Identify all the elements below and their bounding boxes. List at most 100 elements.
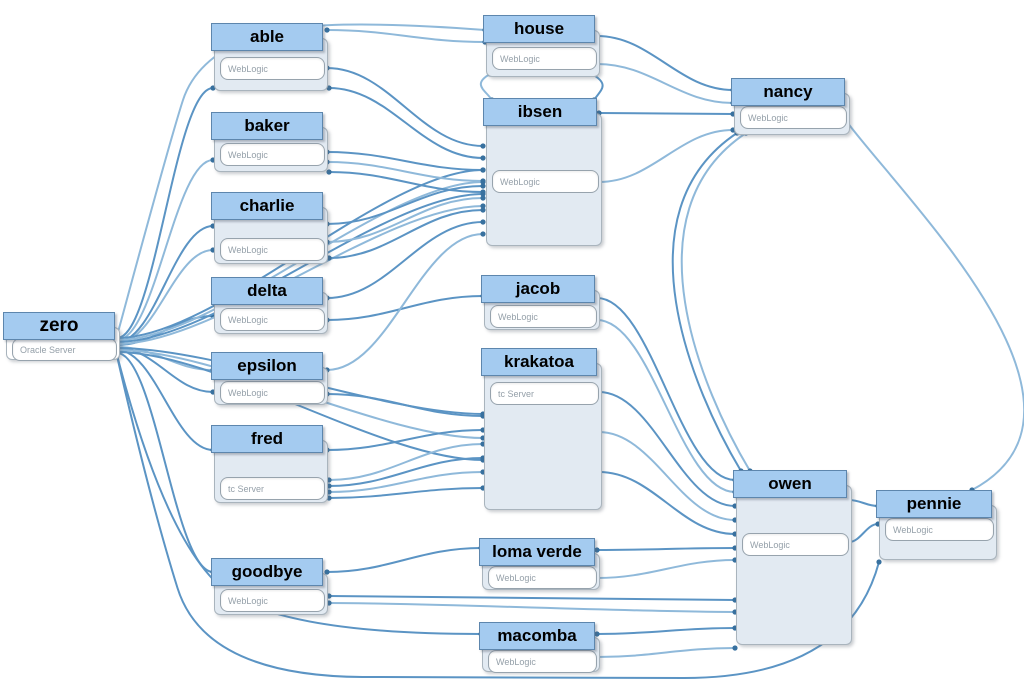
edge-delta-ibsen[interactable] bbox=[326, 221, 484, 299]
edge-house-ibsen[interactable] bbox=[591, 73, 604, 101]
edge-baker-ibsen[interactable] bbox=[328, 171, 484, 193]
server-type-label: WebLogic bbox=[496, 656, 536, 667]
edge-zero-ibsen[interactable] bbox=[116, 205, 484, 345]
node-owen[interactable]: WebLogic owen bbox=[733, 470, 852, 645]
node-zero[interactable]: Oracle Server zero bbox=[3, 312, 120, 361]
server-type-label: WebLogic bbox=[500, 176, 540, 187]
server-type-label: WebLogic bbox=[228, 314, 268, 325]
server-type-box: WebLogic bbox=[220, 143, 325, 166]
node-title: zero bbox=[39, 315, 79, 336]
node-jacob[interactable]: WebLogic jacob bbox=[481, 275, 600, 330]
edge-zero-able[interactable] bbox=[116, 87, 214, 339]
node-loma_verde[interactable]: ➜ WebLogic loma verde bbox=[479, 538, 600, 590]
node-header: able bbox=[211, 23, 323, 51]
edge-owen-pennie[interactable] bbox=[848, 499, 879, 507]
server-type-label: WebLogic bbox=[496, 572, 536, 583]
edge-baker-ibsen[interactable] bbox=[326, 161, 484, 182]
edge-zero-pennie[interactable] bbox=[116, 355, 880, 680]
edge-endpoint-dot bbox=[732, 645, 738, 651]
edge-fred-krakatoa[interactable] bbox=[328, 457, 484, 487]
server-type-box: WebLogic bbox=[220, 589, 325, 612]
node-header: macomba bbox=[479, 622, 595, 650]
server-type-label: WebLogic bbox=[498, 311, 538, 322]
edge-able-ibsen[interactable] bbox=[328, 87, 484, 159]
node-house[interactable]: WebLogic house bbox=[483, 15, 600, 77]
server-type-box: WebLogic bbox=[488, 566, 597, 589]
edge-nancy-owen[interactable] bbox=[671, 132, 742, 472]
edge-epsilon-ibsen[interactable] bbox=[326, 233, 484, 371]
edge-charlie-ibsen[interactable] bbox=[328, 209, 484, 259]
node-fred[interactable]: tc Server fred bbox=[211, 425, 328, 503]
node-body bbox=[736, 485, 852, 645]
edge-endpoint-dot bbox=[480, 189, 486, 195]
node-title: charlie bbox=[239, 196, 295, 215]
edge-fred-krakatoa[interactable] bbox=[328, 471, 484, 493]
edge-zero-ibsen[interactable] bbox=[116, 193, 484, 343]
edge-house-ibsen[interactable] bbox=[479, 73, 493, 101]
edge-able-ibsen[interactable] bbox=[326, 67, 484, 147]
edge-endpoint-dot bbox=[480, 207, 486, 213]
server-type-box: WebLogic bbox=[740, 106, 847, 129]
edge-krakatoa-owen[interactable] bbox=[598, 391, 736, 507]
node-epsilon[interactable]: WebLogic epsilon bbox=[211, 352, 328, 405]
edge-macomba-owen[interactable] bbox=[596, 647, 736, 658]
edge-fred-krakatoa[interactable] bbox=[328, 443, 484, 481]
node-delta[interactable]: WebLogic delta bbox=[211, 277, 328, 334]
server-type-box: WebLogic bbox=[492, 170, 599, 193]
edge-jacob-owen[interactable] bbox=[596, 319, 736, 493]
edge-zero-house[interactable] bbox=[116, 23, 486, 337]
server-type-label: WebLogic bbox=[228, 387, 268, 398]
edge-loma_verde-owen[interactable] bbox=[596, 547, 736, 551]
edge-krakatoa-owen[interactable] bbox=[598, 431, 736, 521]
node-macomba[interactable]: WebLogic macomba bbox=[479, 622, 600, 673]
edge-zero-goodbye[interactable] bbox=[116, 352, 214, 573]
server-type-box: WebLogic bbox=[220, 238, 325, 261]
node-charlie[interactable]: WebLogic charlie bbox=[211, 192, 328, 264]
edge-krakatoa-owen[interactable] bbox=[598, 471, 736, 535]
edge-pennie-nancy[interactable] bbox=[846, 121, 1024, 491]
server-type-box: WebLogic bbox=[885, 518, 994, 541]
edge-nancy-owen[interactable] bbox=[680, 132, 751, 472]
edge-goodbye-owen[interactable] bbox=[328, 602, 736, 613]
edge-house-nancy[interactable] bbox=[596, 35, 734, 91]
edge-owen-pennie[interactable] bbox=[848, 523, 879, 543]
node-ibsen[interactable]: ➜ WebLogic ibsen bbox=[483, 98, 602, 246]
edge-zero-baker[interactable] bbox=[116, 159, 214, 341]
edge-charlie-ibsen[interactable] bbox=[326, 197, 484, 243]
edge-charlie-ibsen[interactable] bbox=[326, 185, 484, 225]
edge-zero-fred[interactable] bbox=[116, 349, 214, 451]
edge-fred-krakatoa[interactable] bbox=[326, 429, 484, 451]
node-header: loma verde bbox=[479, 538, 595, 566]
node-header: charlie bbox=[211, 192, 323, 220]
node-header: goodbye bbox=[211, 558, 323, 586]
node-able[interactable]: ➜ WebLogic able bbox=[211, 23, 328, 91]
edge-epsilon-krakatoa[interactable] bbox=[326, 393, 484, 417]
edge-goodbye-loma_verde[interactable] bbox=[326, 547, 482, 573]
node-header: baker bbox=[211, 112, 323, 140]
node-krakatoa[interactable]: ➜ tc Server krakatoa bbox=[481, 348, 602, 510]
edge-endpoint-dot bbox=[480, 143, 486, 149]
server-type-label: WebLogic bbox=[500, 53, 540, 64]
server-type-box: Oracle Server bbox=[12, 338, 117, 361]
edge-fred-krakatoa[interactable] bbox=[328, 487, 484, 499]
edge-jacob-owen[interactable] bbox=[596, 297, 736, 481]
node-goodbye[interactable]: WebLogic goodbye bbox=[211, 558, 328, 615]
edge-delta-jacob[interactable] bbox=[326, 295, 484, 321]
edge-loma_verde-owen[interactable] bbox=[596, 559, 736, 579]
edge-endpoint-dot bbox=[480, 231, 486, 237]
node-pennie[interactable]: WebLogic pennie bbox=[876, 490, 997, 560]
edge-ibsen-nancy[interactable] bbox=[598, 129, 734, 183]
node-nancy[interactable]: WebLogic nancy bbox=[731, 78, 850, 135]
node-baker[interactable]: WebLogic baker bbox=[211, 112, 328, 172]
edge-house-nancy[interactable] bbox=[596, 63, 734, 104]
edge-macomba-owen[interactable] bbox=[596, 627, 736, 635]
node-title: ibsen bbox=[517, 102, 563, 121]
edge-zero-krakatoa[interactable] bbox=[116, 351, 484, 461]
edge-goodbye-owen[interactable] bbox=[328, 595, 736, 601]
edge-ibsen-nancy[interactable] bbox=[598, 112, 734, 115]
node-title: nancy bbox=[763, 82, 813, 101]
edge-baker-ibsen[interactable] bbox=[326, 151, 484, 171]
edge-able-house[interactable] bbox=[326, 29, 486, 43]
server-type-label: WebLogic bbox=[893, 524, 933, 535]
edge-endpoint-dot bbox=[480, 183, 486, 189]
